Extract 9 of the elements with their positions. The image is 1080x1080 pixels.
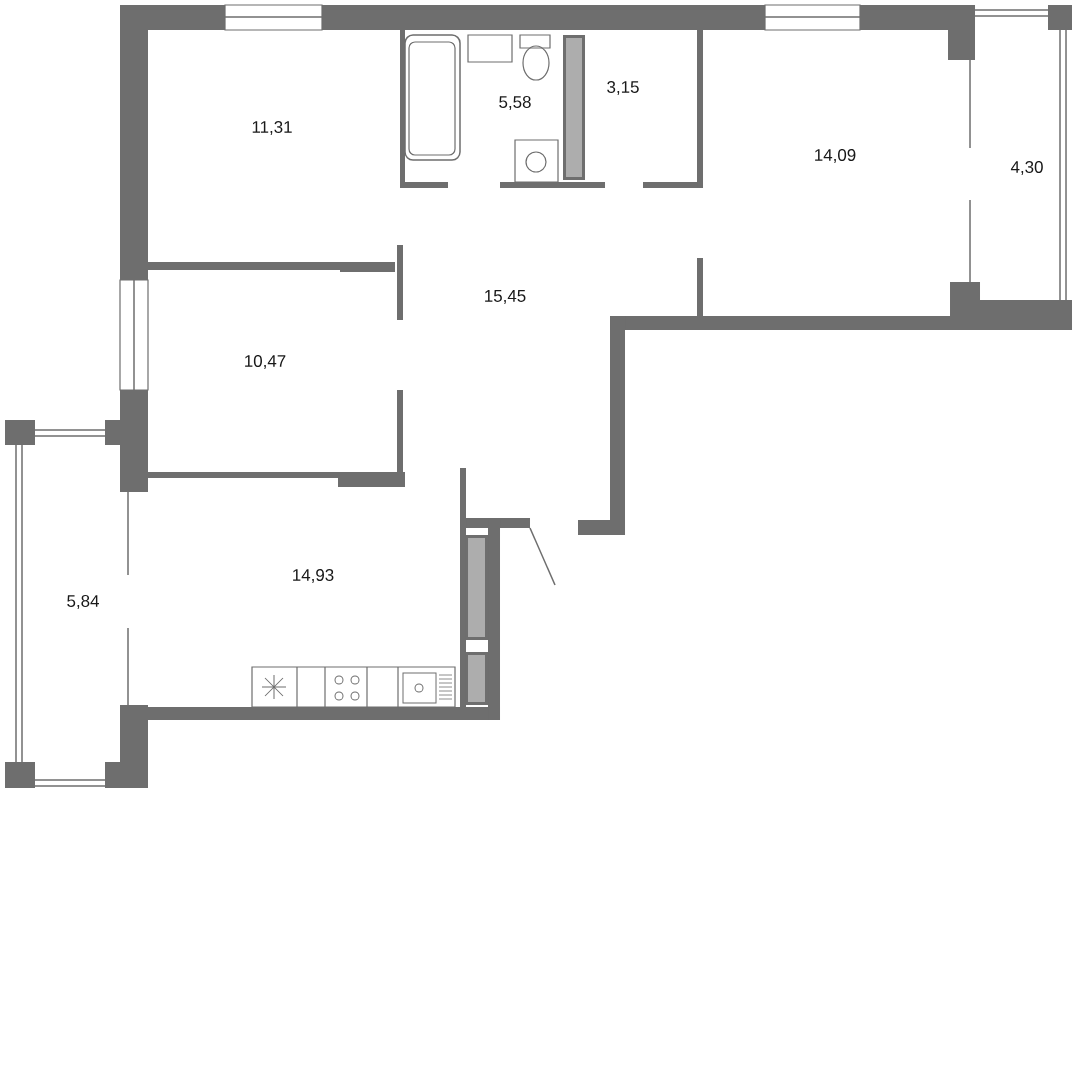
area-label: 14,09 <box>815 149 856 163</box>
area-label: 14,93 <box>293 569 334 583</box>
area-label: 11,31 <box>252 121 292 135</box>
area-label: 5,84 <box>67 595 99 609</box>
area-label: 3,15 <box>607 81 639 95</box>
area-label: 4,30 <box>1010 161 1043 175</box>
area-label: 5,58 <box>499 96 531 110</box>
area-label: 15,45 <box>485 290 526 304</box>
area-label: 10,47 <box>245 355 286 369</box>
